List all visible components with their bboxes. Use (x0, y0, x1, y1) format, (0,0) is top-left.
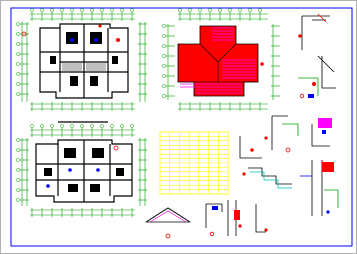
axis-bubble (16, 92, 20, 96)
axis-bubble (16, 32, 20, 36)
axis-bubble (258, 8, 262, 12)
axis-bubble (16, 82, 20, 86)
axis-bubble (90, 8, 94, 12)
walls (35, 139, 133, 203)
roof-layer (149, 210, 187, 223)
dimension-lines (21, 129, 146, 216)
dimension-ticks (162, 8, 280, 111)
axis-bubble (50, 8, 54, 12)
roof-hatching (180, 27, 256, 94)
axis-bubble (100, 8, 104, 12)
rooms-fill (44, 148, 124, 192)
axis-bubble (208, 8, 212, 12)
axis-bubble (248, 8, 252, 12)
axis-bubble (40, 124, 44, 128)
axis-bubble (162, 74, 166, 78)
axis-bubble (16, 168, 20, 172)
roof-plan (162, 8, 280, 111)
axis-bubble (16, 158, 20, 162)
axis-bubble (60, 124, 64, 128)
detail-right-column (300, 160, 339, 216)
dimension-lines (167, 13, 274, 110)
axis-bubble (120, 8, 124, 12)
axis-bubble (16, 52, 20, 56)
floor-plan-upper (16, 8, 147, 123)
axis-bubble (110, 124, 114, 128)
schedule-grid (159, 131, 229, 195)
roof-section (145, 207, 191, 239)
axis-bubble (30, 124, 34, 128)
axis-bubble (188, 8, 192, 12)
axis-bubble (162, 44, 166, 48)
section-marker (165, 233, 171, 239)
axis-bubble (60, 8, 64, 12)
axis-bubble (162, 34, 166, 38)
axis-bubble (16, 72, 20, 76)
axis-bubble (162, 84, 166, 88)
annotation-markers (21, 24, 120, 42)
roof-profile (145, 207, 191, 223)
axis-bubble (30, 8, 34, 12)
axis-bubble (16, 62, 20, 66)
axis-bubble (162, 24, 166, 28)
axis-bubble (120, 124, 124, 128)
dimension-ticks (16, 124, 147, 217)
axis-bubble (70, 124, 74, 128)
ridge-lines (178, 43, 258, 83)
axis-bubble (50, 124, 54, 128)
axis-bubble (80, 8, 84, 12)
rooms-fill (50, 32, 118, 86)
detail-top-right (298, 13, 336, 99)
annotation-marker (260, 62, 264, 66)
annotation-markers (46, 145, 119, 188)
axis-bubble (218, 8, 222, 12)
axis-bubble (16, 42, 20, 46)
axis-bubble (162, 94, 166, 98)
axis-bubble (16, 198, 20, 202)
dimension-ticks (16, 8, 147, 111)
axis-bubble (40, 8, 44, 12)
walls (39, 23, 129, 99)
axis-bubble (16, 178, 20, 182)
dimension-lines (21, 13, 146, 110)
detail-bottom (205, 200, 268, 237)
floor-plan-lower (16, 124, 147, 217)
axis-bubble (70, 8, 74, 12)
axis-bubble (80, 124, 84, 128)
axis-bubble (162, 64, 166, 68)
axis-bubble (130, 8, 134, 12)
axis-bubble (228, 8, 232, 12)
detail-steps (242, 167, 292, 189)
axis-bubble (198, 8, 202, 12)
axis-bubble (16, 148, 20, 152)
axis-bubble (16, 138, 20, 142)
detail-drawings (205, 13, 339, 237)
axis-bubble (178, 8, 182, 12)
axis-bubble (130, 124, 134, 128)
axis-bubble (238, 8, 242, 12)
axis-bubble (16, 188, 20, 192)
axis-bubble (100, 124, 104, 128)
axis-bubble (110, 8, 114, 12)
drawing-border (10, 7, 353, 247)
stairs (62, 63, 106, 71)
axis-bubble (16, 22, 20, 26)
detail-middle (239, 115, 332, 159)
axis-bubble (90, 124, 94, 128)
axis-bubble (162, 54, 166, 58)
